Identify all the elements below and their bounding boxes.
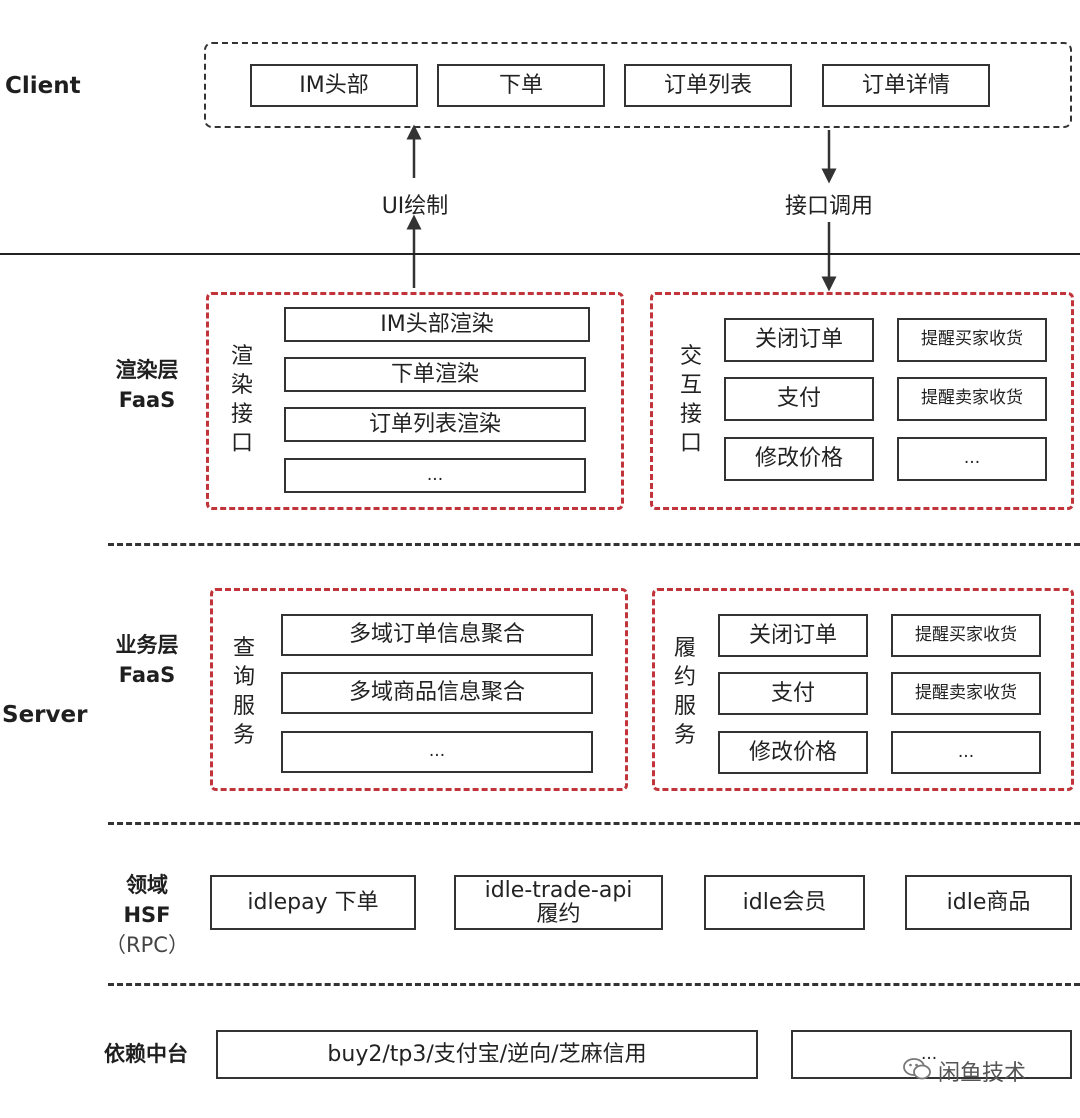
platform-dependencies: buy2/tp3/支付宝/逆向/芝麻信用 (216, 1030, 758, 1079)
domain-layer-label-line1: 领域 (126, 873, 168, 897)
query-multi-domain-order: 多域订单信息聚合 (281, 614, 593, 656)
api-call-label: 接口调用 (784, 194, 873, 219)
watermark-text: 闲鱼技术 (938, 1061, 1027, 1086)
fulfill-close-order: 关闭订单 (718, 614, 868, 657)
render-remind-buyer: 提醒买家收货 (897, 318, 1047, 362)
domain-idlepay: idlepay 下单 (210, 875, 416, 930)
fulfillment-service-group (652, 588, 1074, 791)
client-item-im-header: IM头部 (250, 64, 418, 107)
render-modify-price: 修改价格 (724, 437, 874, 481)
wechat-icon (902, 1056, 932, 1082)
client-item-place-order: 下单 (437, 64, 605, 107)
fulfillment-service-title: 履 约 服 务 (673, 636, 696, 748)
client-label: Client (5, 73, 81, 99)
business-layer-label: 业务层 FaaS (100, 630, 194, 690)
render-right-more: ... (897, 437, 1047, 481)
domain-idle-trade-api: idle-trade-api 履约 (454, 875, 663, 930)
render-pay: 支付 (724, 377, 874, 421)
client-server-divider (0, 253, 1080, 255)
fulfill-modify-price: 修改价格 (718, 731, 868, 774)
render-item-order-list: 订单列表渲染 (284, 407, 586, 442)
platform-more: ... (791, 1030, 1072, 1079)
render-layer-label-line2: FaaS (118, 388, 176, 412)
domain-layer-label-line2: HSF (123, 903, 171, 927)
client-group (204, 42, 1072, 128)
fulfill-right-more: ... (891, 731, 1041, 774)
interaction-interface-group (650, 292, 1074, 510)
divider-business-domain (108, 822, 1080, 825)
divider-render-business (108, 543, 1080, 546)
client-item-order-detail: 订单详情 (822, 64, 990, 107)
arrow-connectors (406, 124, 837, 292)
business-layer-label-line2: FaaS (118, 663, 176, 687)
platform-layer-label: 依赖中台 (104, 1042, 188, 1066)
query-more: ... (281, 731, 593, 773)
domain-layer-label-line3: （RPC） (105, 933, 189, 957)
domain-layer-label: 领域 HSF （RPC） (100, 870, 194, 960)
render-close-order: 关闭订单 (724, 318, 874, 362)
render-interface-group (206, 292, 624, 510)
render-layer-label: 渲染层 FaaS (100, 355, 194, 415)
business-layer-label-line1: 业务层 (115, 633, 179, 657)
domain-idle-product: idle商品 (905, 875, 1072, 930)
query-service-group (210, 588, 628, 791)
render-interface-title: 渲 染 接 口 (230, 344, 253, 456)
fulfill-remind-buyer: 提醒买家收货 (891, 614, 1041, 657)
fulfill-pay: 支付 (718, 672, 868, 715)
client-item-order-list: 订单列表 (624, 64, 792, 107)
domain-idle-member: idle会员 (704, 875, 865, 930)
render-remind-seller: 提醒卖家收货 (897, 377, 1047, 421)
divider-domain-platform (108, 983, 1080, 986)
fulfill-remind-seller: 提醒卖家收货 (891, 672, 1041, 715)
render-item-place-order: 下单渲染 (284, 357, 586, 392)
query-multi-domain-product: 多域商品信息聚合 (281, 672, 593, 714)
query-service-title: 查 询 服 务 (232, 636, 255, 748)
render-item-im-header: IM头部渲染 (284, 307, 590, 342)
ui-draw-label: UI绘制 (381, 194, 449, 219)
render-layer-label-line1: 渲染层 (115, 358, 179, 382)
server-label: Server (2, 702, 88, 728)
interaction-interface-title: 交 互 接 口 (679, 344, 702, 456)
render-item-more: ... (284, 458, 586, 493)
